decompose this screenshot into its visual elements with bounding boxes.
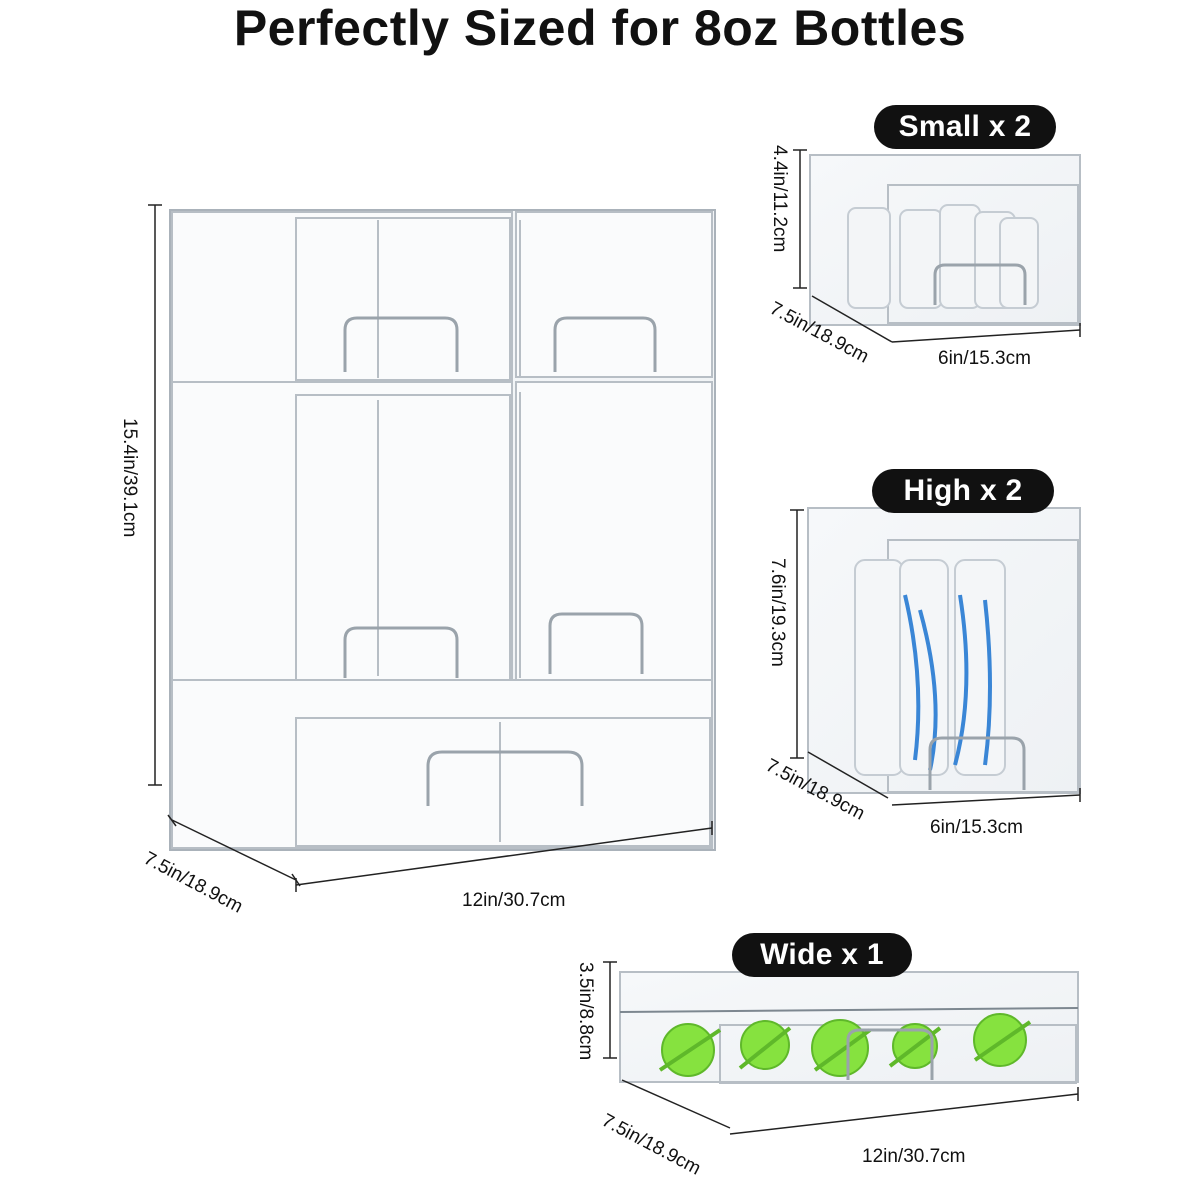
small-height-label: 4.4in/11.2cm [769, 145, 790, 253]
main-small-drawer-left [171, 211, 513, 383]
main-high-drawer-right [515, 381, 713, 683]
main-small-drawer-right [515, 211, 713, 378]
main-stack [148, 204, 716, 892]
high-height-label: 7.6in/19.3cm [767, 558, 788, 667]
main-wide-drawer [171, 679, 713, 849]
high-width-label: 6in/15.3cm [930, 817, 1023, 838]
high-drawer-illustration [790, 507, 1081, 806]
high-badge: High x 2 [872, 469, 1054, 513]
wide-badge: Wide x 1 [732, 933, 912, 977]
main-width-label: 12in/30.7cm [462, 890, 566, 911]
wide-drawer-illustration [603, 961, 1079, 1135]
main-height-label: 15.4in/39.1cm [119, 418, 140, 538]
small-width-label: 6in/15.3cm [938, 348, 1031, 369]
small-badge: Small x 2 [874, 105, 1056, 149]
main-high-drawer-left [171, 381, 513, 683]
wide-height-label: 3.5in/8.8cm [575, 962, 596, 1061]
page-title: Perfectly Sized for 8oz Bottles [233, 0, 967, 56]
wide-width-label: 12in/30.7cm [862, 1146, 966, 1167]
small-drawer-illustration [793, 149, 1081, 343]
